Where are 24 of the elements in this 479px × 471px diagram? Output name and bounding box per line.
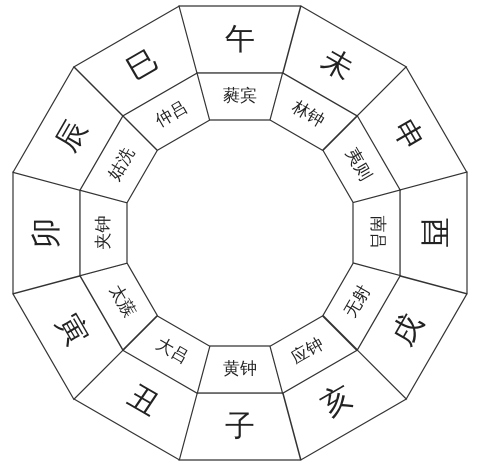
branch-label: 辰 [52,116,93,157]
pitch-label: 仲吕 [152,98,191,131]
pitch-label: 夹钟 [95,216,112,250]
pitch-label: 蕤宾 [222,88,257,105]
branch-label: 申 [387,116,428,157]
pitch-label: 姑洗 [106,146,138,184]
pitch-label: 夷则 [342,146,374,184]
branch-label: 丑 [122,380,164,422]
pitch-label: 南吕 [368,216,385,250]
branch-label: 子 [224,412,255,442]
pitch-label: 无射 [342,282,374,320]
branch-label: 寅 [52,309,93,350]
pitch-label: 应钟 [289,335,328,368]
branch-label: 酉 [418,218,448,248]
branch-label: 未 [316,44,358,86]
pitch-label: 林钟 [289,98,328,131]
branch-label: 亥 [316,380,358,422]
pitch-label: 黄钟 [222,361,257,378]
branch-label: 卯 [32,218,62,248]
pitch-label: 太蔟 [106,282,138,320]
branch-label: 戌 [387,309,428,350]
branch-label: 巳 [122,44,164,86]
pitch-label: 大吕 [152,335,191,368]
branch-label: 午 [224,24,255,54]
